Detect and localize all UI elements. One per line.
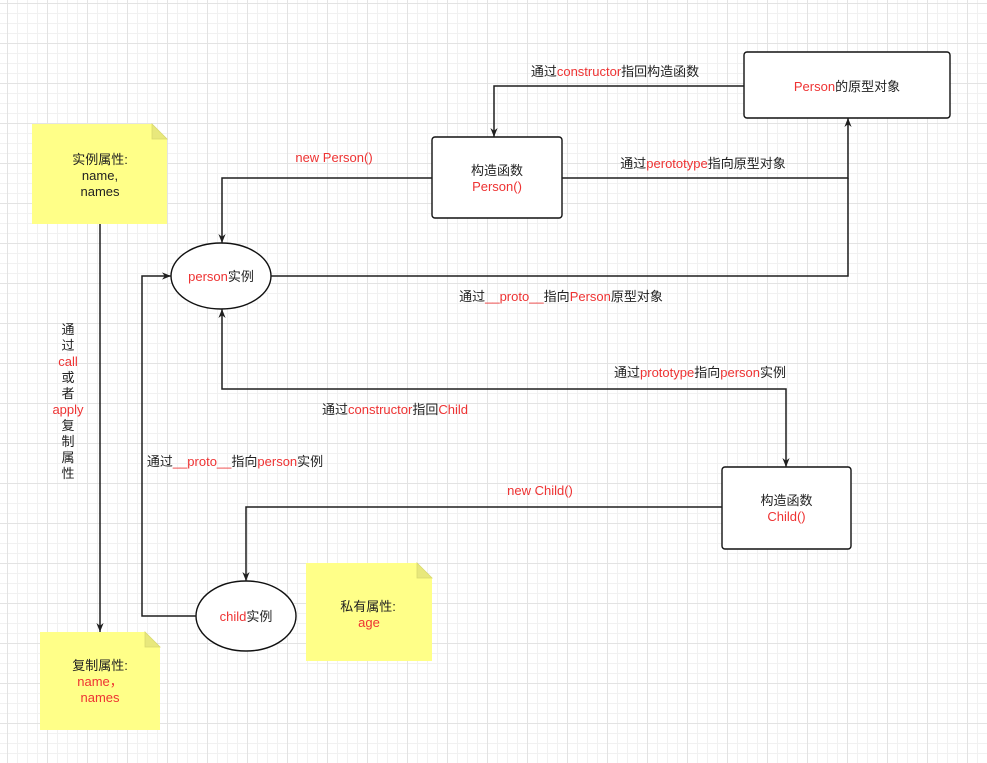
label-char: 制 bbox=[61, 434, 74, 449]
child-constructor-title: 构造函数 bbox=[760, 493, 812, 508]
person-constructor-name: Person() bbox=[472, 179, 522, 194]
label-char: 者 bbox=[61, 386, 74, 401]
label-char: 过 bbox=[61, 338, 74, 353]
note-body bbox=[40, 632, 160, 730]
note-instance-properties-item: names bbox=[80, 184, 120, 199]
label-proto-to-person-prototype: 通过__proto__指向Person原型对象 bbox=[459, 289, 663, 304]
child-constructor-node: 构造函数 Child() bbox=[721, 466, 852, 550]
label-keyword: perototype bbox=[646, 156, 707, 171]
edge-prototype-and-constructor-child-link bbox=[218, 309, 790, 467]
label-text: 指回构造函数 bbox=[621, 64, 699, 79]
child-constructor-box bbox=[721, 466, 852, 550]
label-text: 实例 bbox=[760, 365, 786, 380]
label-constructor-back-to-person: 通过constructor指回构造函数 bbox=[531, 64, 699, 79]
person-prototype-object-label: Person的原型对象 bbox=[794, 79, 900, 94]
label-char: 性 bbox=[61, 466, 74, 481]
label-text: 实例 bbox=[228, 269, 254, 284]
person-prototype-object-node: Person的原型对象 bbox=[743, 51, 951, 119]
label-char: 或 bbox=[61, 370, 74, 385]
note-fold bbox=[144, 631, 161, 648]
edge-constructor-back-to-person bbox=[490, 85, 744, 137]
label-text: 通过 bbox=[620, 156, 646, 171]
label-text: 通过 bbox=[614, 365, 640, 380]
label-char: 复 bbox=[61, 418, 74, 433]
edge-proto-to-person-prototype bbox=[271, 178, 849, 277]
label-text: 通过 bbox=[531, 64, 557, 79]
label-char: 属 bbox=[61, 450, 74, 465]
label-keyword: prototype bbox=[640, 365, 694, 380]
label-keyword: constructor bbox=[557, 64, 622, 79]
edge-labels: 通过constructor指回构造函数 new Person() 通过perot… bbox=[52, 64, 786, 498]
edge-new-child bbox=[242, 506, 722, 581]
label-prototype-to-person-instance: 通过prototype指向person实例 bbox=[614, 365, 786, 380]
label-keyword: person bbox=[720, 365, 760, 380]
label-new-child: new Child() bbox=[507, 483, 573, 498]
label-keyword: apply bbox=[52, 402, 84, 417]
label-text: 实例 bbox=[246, 609, 272, 624]
note-body bbox=[32, 124, 167, 224]
label-keyword: Child bbox=[438, 402, 468, 417]
label-keyword: person bbox=[188, 269, 228, 284]
label-text: 原型对象 bbox=[611, 289, 663, 304]
note-fold bbox=[151, 123, 168, 140]
note-private-properties-item: age bbox=[358, 615, 380, 630]
note-private-properties: 私有属性: age bbox=[306, 562, 433, 661]
note-instance-properties-item: name, bbox=[82, 168, 118, 183]
label-text: 实例 bbox=[297, 454, 323, 469]
label-keyword: constructor bbox=[348, 402, 413, 417]
edges bbox=[96, 85, 852, 632]
label-keyword: Person bbox=[570, 289, 611, 304]
label-keyword: call bbox=[58, 354, 78, 369]
label-keyword: child bbox=[220, 609, 247, 624]
child-instance-label: child实例 bbox=[220, 609, 273, 624]
label-text: 的原型对象 bbox=[835, 79, 900, 94]
label-text: 指向 bbox=[231, 454, 257, 469]
person-constructor-node: 构造函数 Person() bbox=[431, 136, 563, 219]
label-keyword: person bbox=[257, 454, 297, 469]
label-text: 指向原型对象 bbox=[708, 156, 786, 171]
label-keyword: __proto__ bbox=[484, 289, 544, 304]
note-copied-properties: 复制属性: name， names bbox=[40, 631, 161, 730]
label-text: 指向 bbox=[544, 289, 570, 304]
label-text: 指向 bbox=[694, 365, 720, 380]
label-text: 通过 bbox=[322, 402, 348, 417]
note-body bbox=[306, 563, 432, 661]
note-copied-properties-item: names bbox=[80, 690, 120, 705]
child-instance-node: child实例 bbox=[195, 580, 297, 652]
label-new-person: new Person() bbox=[295, 150, 372, 165]
note-private-properties-title: 私有属性: bbox=[340, 599, 396, 614]
label-text: 通过 bbox=[459, 289, 485, 304]
label-keyword: __proto__ bbox=[172, 454, 232, 469]
note-copied-properties-title: 复制属性: bbox=[72, 658, 128, 673]
child-constructor-name: Child() bbox=[767, 509, 805, 524]
note-instance-properties: 实例属性: name, names bbox=[32, 123, 168, 224]
label-proto-to-person-instance: 通过__proto__指向person实例 bbox=[147, 454, 323, 469]
note-copied-properties-item: name， bbox=[77, 674, 123, 689]
edge-new-person bbox=[218, 177, 432, 243]
label-keyword: Person bbox=[794, 79, 835, 94]
label-constructor-back-to-child: 通过constructor指回Child bbox=[322, 402, 468, 417]
label-text: 指回 bbox=[412, 402, 438, 417]
edge-proto-to-person-instance bbox=[141, 272, 196, 617]
person-constructor-title: 构造函数 bbox=[471, 163, 523, 178]
note-fold bbox=[416, 562, 433, 579]
note-instance-properties-title: 实例属性: bbox=[72, 152, 128, 167]
person-instance-label: person实例 bbox=[188, 269, 254, 284]
label-text: 通过 bbox=[147, 454, 173, 469]
person-instance-node: person实例 bbox=[170, 242, 272, 310]
label-prototype-to-prototype-object: 通过perototype指向原型对象 bbox=[620, 156, 785, 171]
label-char: 通 bbox=[61, 322, 74, 337]
